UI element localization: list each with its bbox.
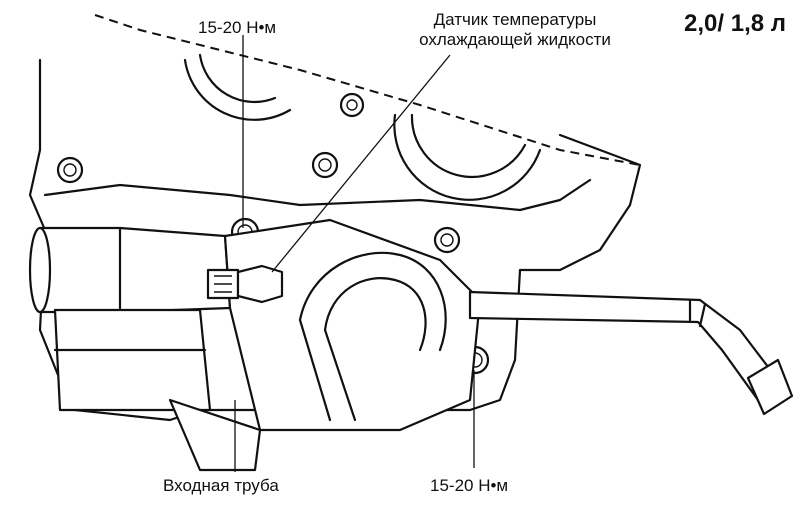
head-inner-line (43, 178, 592, 212)
sensor-label-line1: Датчик температуры (433, 10, 597, 29)
torque-label-bottom: 15-20 Н•м (430, 476, 509, 495)
coolant-sensor-drawing (206, 264, 284, 304)
outlet-pipe-drawing (468, 290, 794, 416)
torque-label-top: 15-20 Н•м (198, 18, 277, 37)
inlet-pipe-label: Входная труба (163, 476, 279, 495)
sensor-label-line2: охлаждающей жидкости (419, 30, 611, 49)
thermostat-housing (223, 218, 482, 432)
cam-arc-right-inner (410, 113, 527, 179)
leader-sensor (271, 54, 451, 273)
head-top-edge (94, 14, 641, 166)
engine-code-label: 2,0/ 1,8 л (684, 10, 786, 37)
cam-arc-right (393, 113, 542, 201)
cam-arc-left (183, 58, 292, 121)
cam-arc-left-inner (198, 53, 277, 104)
sensor-label: Датчик температуры охлаждающей жидкости (400, 10, 630, 50)
inlet-pipe-drawing (28, 226, 262, 472)
